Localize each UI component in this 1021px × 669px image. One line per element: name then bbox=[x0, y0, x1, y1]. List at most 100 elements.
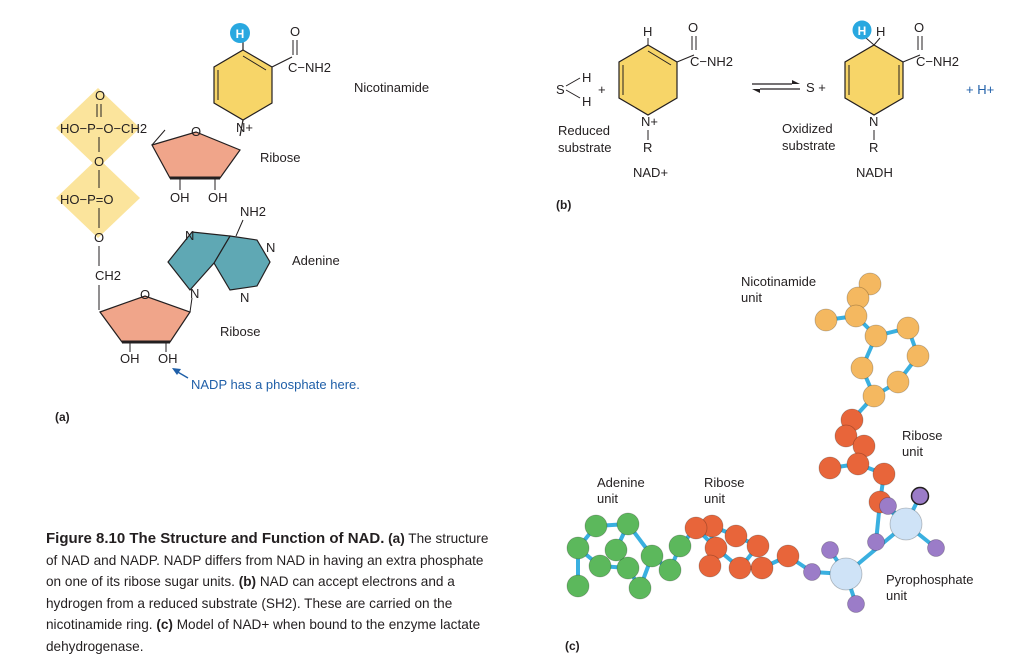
model-atom bbox=[910, 486, 930, 506]
bridging-oxygen: O bbox=[94, 154, 104, 169]
nadh-ring-hydrogen: H bbox=[876, 24, 885, 39]
model-atom bbox=[872, 462, 896, 486]
upper-ribose-oh-1: OH bbox=[170, 190, 190, 205]
substrate-s: S bbox=[556, 82, 565, 97]
model-atom bbox=[728, 556, 752, 580]
hydrogen-badge-label: H bbox=[236, 27, 245, 41]
adenine-label: Adenine bbox=[292, 253, 340, 268]
model-atom bbox=[588, 554, 612, 578]
phosphate-diamond-upper bbox=[56, 88, 140, 168]
nad-plus-ring bbox=[618, 44, 678, 116]
ribose-unit-left-label: Ribose bbox=[704, 475, 744, 490]
ribose-unit-left-label-2: unit bbox=[704, 491, 725, 506]
oxidized-substrate-label-2: substrate bbox=[782, 138, 835, 153]
adenine-n4: N bbox=[240, 290, 249, 305]
nadh-badge-label: H bbox=[858, 24, 867, 38]
ribose-unit-right-label-2: unit bbox=[902, 444, 923, 459]
model-atom bbox=[640, 544, 664, 568]
model-atom bbox=[886, 370, 910, 394]
pyrophosphate-unit-label: Pyrophosphate bbox=[886, 572, 973, 587]
lower-ribose-oh-1: OH bbox=[120, 351, 140, 366]
panel-c-label: (c) bbox=[565, 639, 580, 653]
nadh-nitrogen: N bbox=[869, 114, 878, 129]
caption-c-text: Model of NAD+ when bound to the enzyme l… bbox=[46, 617, 481, 654]
nadp-note: NADP has a phosphate here. bbox=[191, 377, 360, 392]
model-atom bbox=[821, 541, 839, 559]
phosphate-upper-oxygen: O bbox=[95, 88, 105, 103]
model-atom bbox=[684, 516, 708, 540]
model-atom bbox=[846, 452, 870, 476]
nicotinamide-ring bbox=[213, 49, 273, 121]
lower-ribose-oxygen: O bbox=[140, 287, 150, 302]
oxidized-s-plus: S + bbox=[806, 80, 826, 95]
ribose-unit-right-label: Ribose bbox=[902, 428, 942, 443]
caption-b-text: NAD can accept electrons and a hydrogen … bbox=[46, 574, 455, 632]
caption-a-text: The structure of NAD and NADP. NADP diff… bbox=[46, 531, 489, 589]
model-atom bbox=[616, 556, 640, 580]
model-atom bbox=[814, 308, 838, 332]
nadh-amide-group: C−NH2 bbox=[916, 54, 959, 69]
nad-ring-hydrogen: H bbox=[643, 24, 652, 39]
model-atom bbox=[616, 512, 640, 536]
nad-carbonyl-oxygen: O bbox=[688, 20, 698, 35]
model-atom bbox=[724, 524, 748, 548]
upper-ribose-ring bbox=[151, 131, 241, 179]
model-atom bbox=[566, 536, 590, 560]
carbonyl-oxygen: O bbox=[290, 24, 300, 39]
model-atom bbox=[829, 557, 863, 591]
proton-label: + H+ bbox=[966, 82, 994, 97]
model-atom bbox=[862, 384, 886, 408]
nad-nitrogen: N+ bbox=[641, 114, 658, 129]
model-atom bbox=[879, 497, 897, 515]
nadh-ring bbox=[844, 44, 904, 116]
panel-b-label: (b) bbox=[556, 198, 571, 212]
model-atom bbox=[896, 316, 920, 340]
reduced-substrate-label: Reduced bbox=[558, 123, 610, 138]
model-atom bbox=[604, 538, 628, 562]
model-atom bbox=[750, 556, 774, 580]
substrate-h-bottom: H bbox=[582, 94, 591, 109]
model-atom bbox=[698, 554, 722, 578]
nicotinamide-unit-label-2: unit bbox=[741, 290, 762, 305]
caption-title: Figure 8.10 The Structure and Function o… bbox=[46, 530, 385, 547]
lower-ch2: CH2 bbox=[95, 268, 121, 283]
phosphate-lower-group: HO−P=O bbox=[60, 192, 113, 207]
adenine-n2: N bbox=[266, 240, 275, 255]
model-atom bbox=[889, 507, 923, 541]
pyrophosphate-unit-label-2: unit bbox=[886, 588, 907, 603]
lower-ribose-ring bbox=[99, 295, 191, 343]
adenine-n3: N bbox=[190, 286, 199, 301]
panel-a-label: (a) bbox=[55, 410, 70, 424]
hydrogen-badge-a bbox=[230, 23, 250, 43]
adenine-unit-label: Adenine bbox=[597, 475, 645, 490]
model-atom bbox=[864, 324, 888, 348]
model-atom bbox=[668, 534, 692, 558]
ribose-label-top: Ribose bbox=[260, 150, 300, 165]
phosphate-upper-group: HO−P−O−CH2 bbox=[60, 121, 147, 136]
amide-group: C−NH2 bbox=[288, 60, 331, 75]
substrate-h-top: H bbox=[582, 70, 591, 85]
caption-b-label: (b) bbox=[238, 574, 257, 589]
model-atom bbox=[927, 539, 945, 557]
model-atom bbox=[867, 533, 885, 551]
model-atom bbox=[776, 544, 800, 568]
phosphate-diamond-lower bbox=[56, 158, 140, 238]
pyridinium-nitrogen: N+ bbox=[236, 120, 253, 135]
figure-caption: Figure 8.10 The Structure and Function o… bbox=[46, 528, 496, 657]
nad-amide-group: C−NH2 bbox=[690, 54, 733, 69]
nadh-carbonyl-oxygen: O bbox=[914, 20, 924, 35]
caption-a-label: (a) bbox=[388, 531, 405, 546]
panel-b: S H H + Reduced substrate H O C−NH2 N+ R… bbox=[556, 20, 994, 212]
model-atom bbox=[584, 514, 608, 538]
model-atom bbox=[844, 304, 868, 328]
hydrogen-badge-b bbox=[852, 20, 872, 40]
molecule-atoms bbox=[566, 272, 945, 613]
panel-a: H O C−NH2 Nicotinamide N+ O Ribose OH OH… bbox=[55, 23, 429, 424]
lower-ribose-oh-2: OH bbox=[158, 351, 178, 366]
model-atom bbox=[566, 574, 590, 598]
model-atom bbox=[834, 424, 858, 448]
ribose-label-bottom: Ribose bbox=[220, 324, 260, 339]
model-atom bbox=[746, 534, 770, 558]
oxidized-substrate-label: Oxidized bbox=[782, 121, 833, 136]
